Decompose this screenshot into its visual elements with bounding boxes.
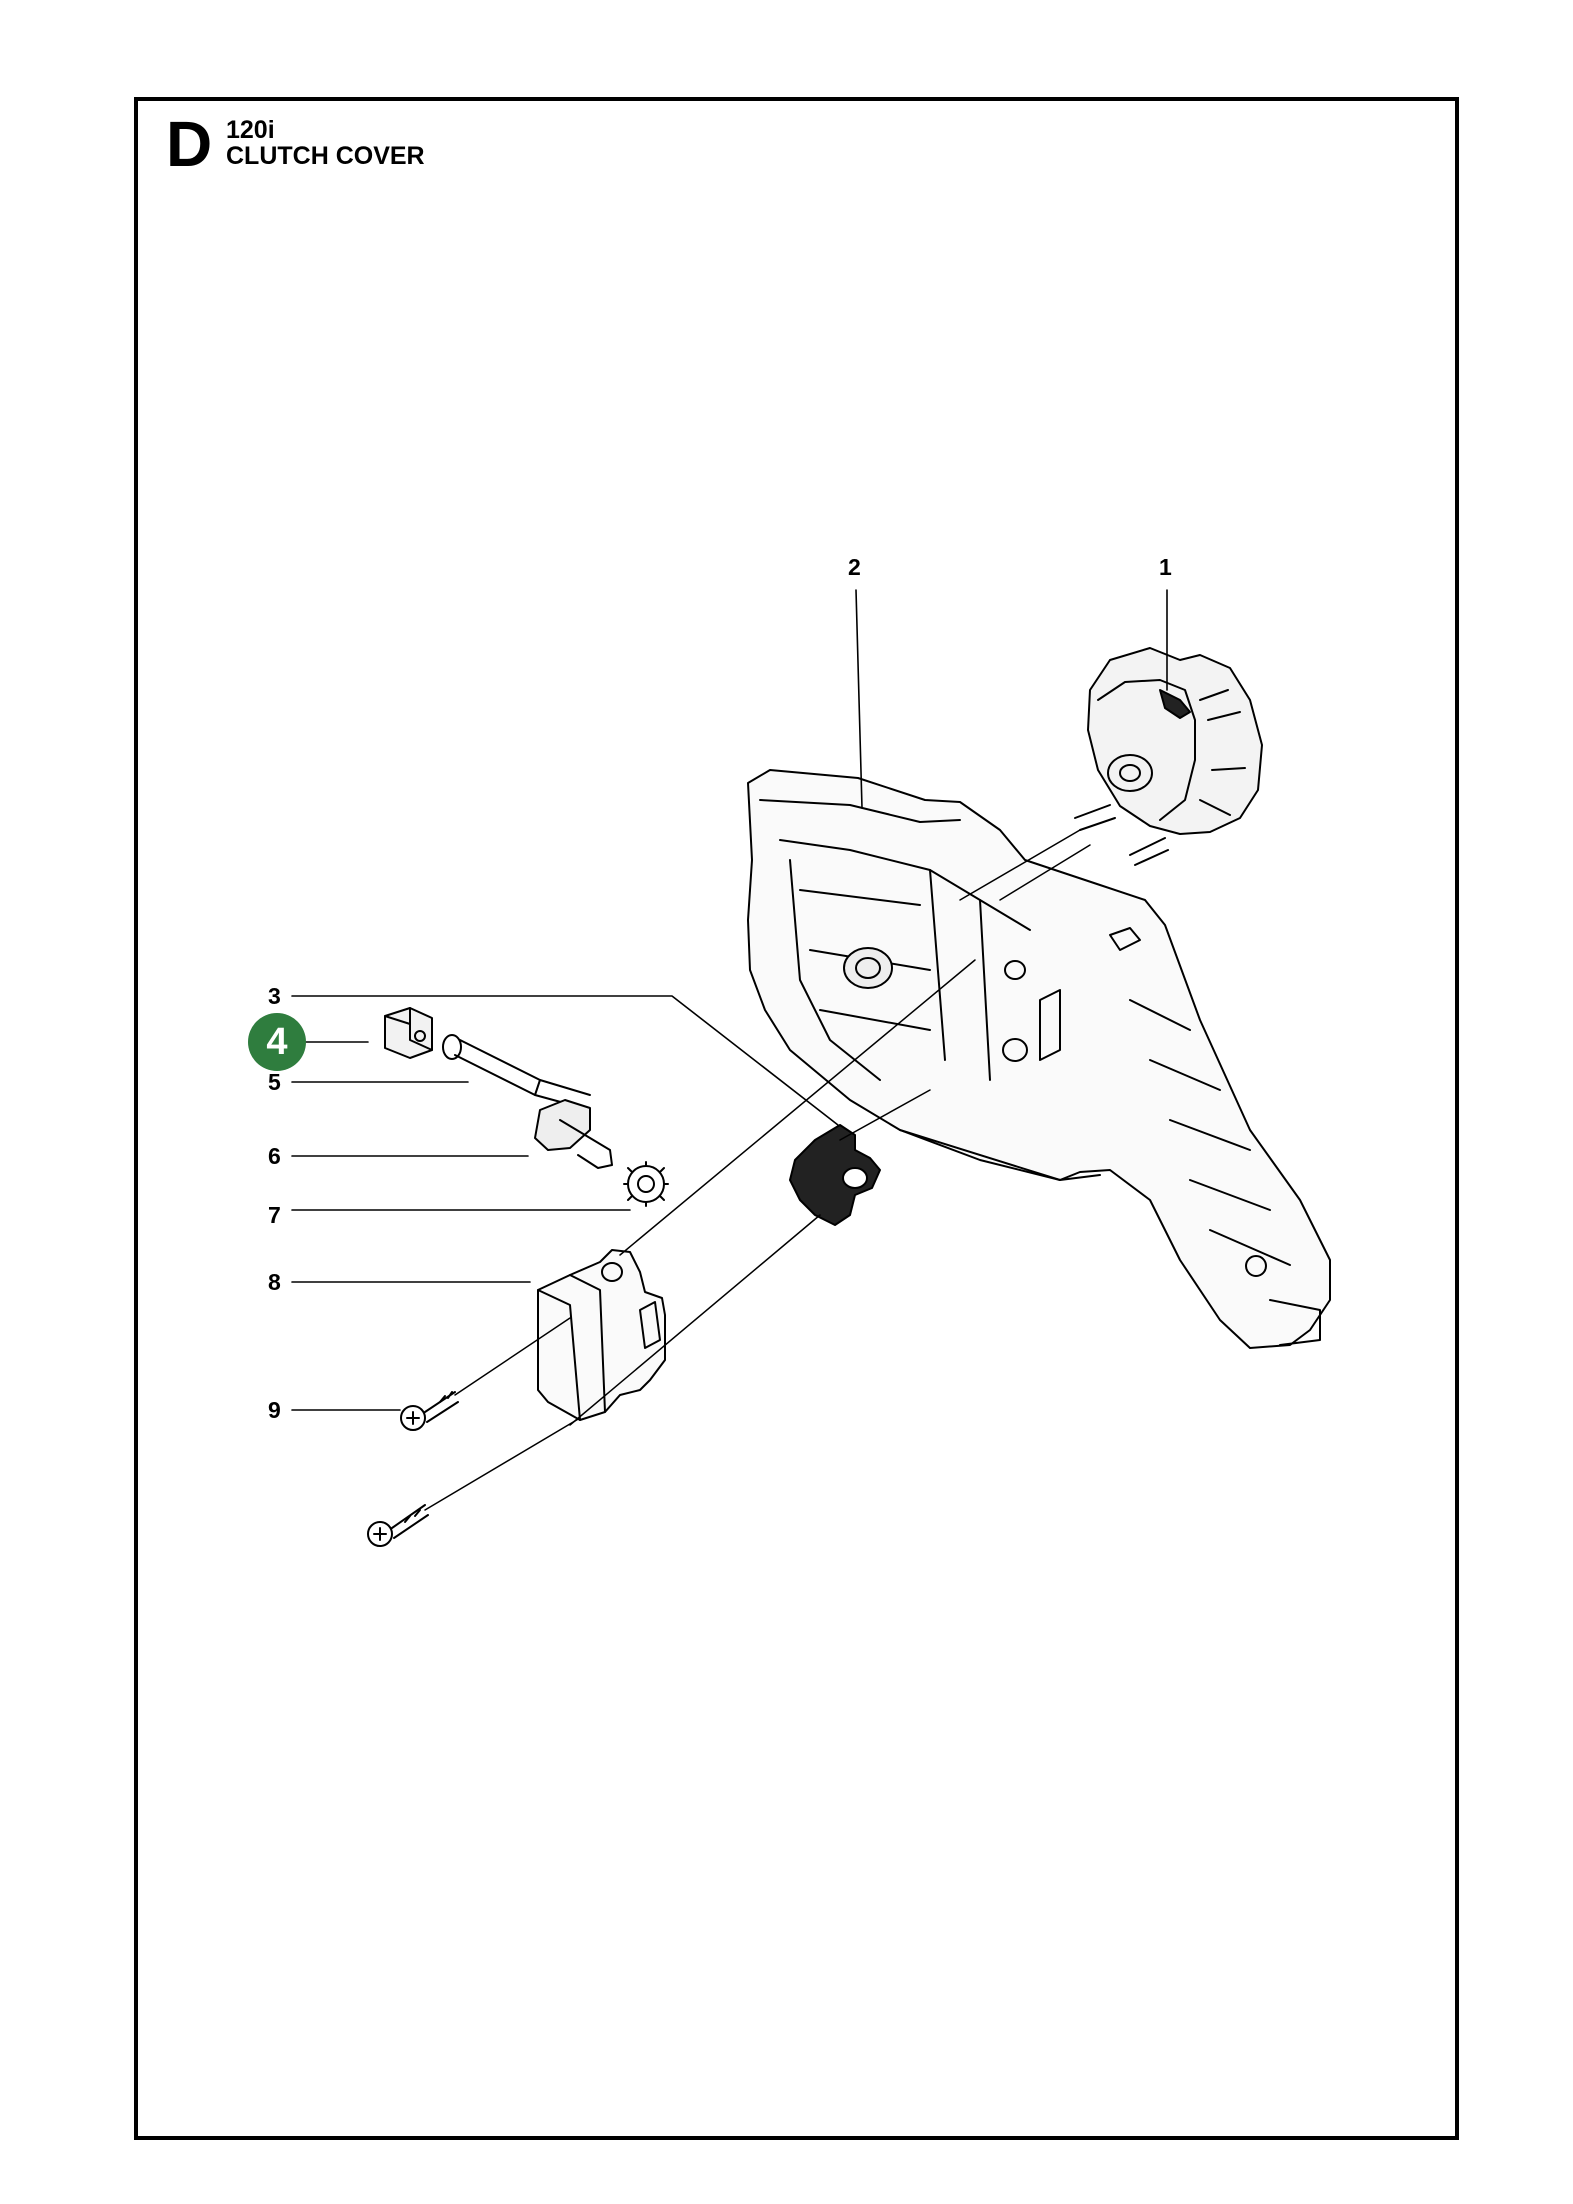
callout-8: 8 [268,1269,281,1295]
screw-drawing [367,1504,429,1547]
callout-2: 2 [848,554,861,580]
part-4-drawing [384,1007,433,1059]
leader-lines [291,589,1168,1411]
model-name: 120i [226,116,275,144]
part-6-drawing [534,1099,613,1169]
callout-6: 6 [268,1143,281,1169]
part-9-drawing [400,1391,459,1431]
part-8-drawing [537,1249,666,1421]
page-title: CLUTCH COVER [226,142,425,170]
callout-3: 3 [268,983,281,1009]
part-2-drawing [747,769,1331,1349]
part-3-drawing [789,1124,881,1226]
part-5-drawing [442,1034,591,1111]
section-letter: D [166,108,213,180]
callout-4-highlighted: 4 [248,1013,306,1071]
callout-9: 9 [268,1397,281,1423]
part-7-drawing [623,1161,669,1207]
part-1-drawing [1074,647,1263,866]
callout-1: 1 [1159,554,1172,580]
callout-7: 7 [268,1202,281,1228]
drawing-frame [134,97,1459,2140]
callout-5: 5 [268,1069,281,1095]
assembly-lines [424,829,1091,1511]
